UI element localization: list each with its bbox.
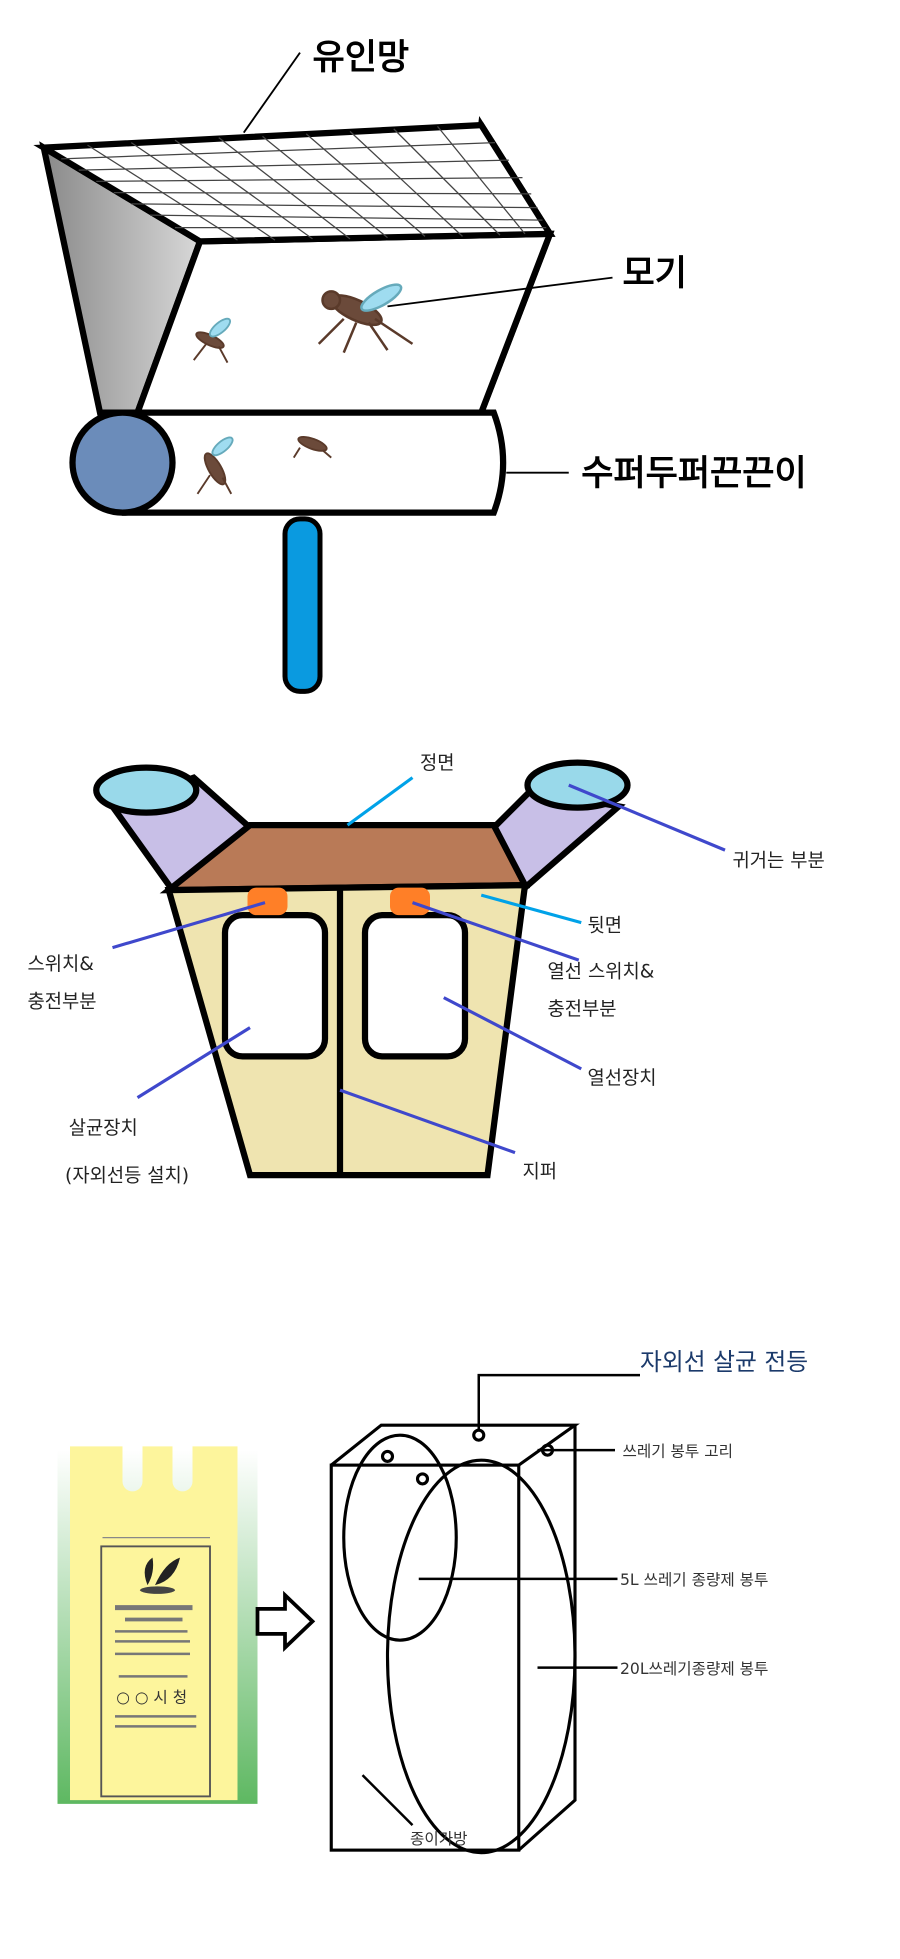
uv-lamp-label: 자외선 살균 전등 [640, 1348, 808, 1376]
heater-window [361, 912, 469, 1060]
bag-hook [415, 1472, 430, 1486]
hook-label: 쓰레기 봉투 고리 [623, 1442, 733, 1460]
switch-label-line2: 충전부분 [28, 991, 97, 1013]
leaf-logo-icon [144, 1557, 180, 1586]
heat-switch-label-line2: 충전부분 [548, 998, 617, 1020]
heater-leader-line [443, 996, 582, 1071]
bag-hook [380, 1449, 395, 1463]
heat-switch-leader-line [411, 901, 580, 962]
mosquito-leader-line [387, 276, 613, 308]
front-label: 정면 [420, 752, 455, 774]
bag5-label: 5L 쓰레기 종량제 봉투 [620, 1571, 768, 1589]
net-label: 유인망 [313, 38, 410, 78]
arrow-icon [255, 1590, 316, 1653]
sticky-label: 수퍼두퍼끈끈이 [581, 454, 806, 494]
back-leader-line [480, 893, 582, 925]
paper-bag-label: 종이가방 [410, 1830, 467, 1848]
sticky-tube [69, 409, 507, 516]
attraction-net [33, 121, 556, 245]
5l-bag-outline [342, 1433, 458, 1642]
20l-bag-outline [385, 1458, 577, 1855]
left-ear-hole [93, 764, 200, 816]
uv-lamp-hook [472, 1428, 486, 1442]
trash-bag-diagram: ○ ○ 시 청 자외선 살균 전등 쓰레기 봉투 고리 5L 쓰레기 종량제 봉… [57, 1348, 808, 1855]
bag-city-text: ○ ○ 시 청 [116, 1689, 187, 1707]
mosquito-icon [196, 436, 234, 495]
mosquito-icon [193, 317, 232, 364]
switch-button [247, 887, 288, 916]
heat-switch-label-line1: 열선 스위치& [548, 961, 655, 983]
right-ear-hole [524, 759, 631, 811]
ear-leader-line [568, 783, 726, 852]
handle [282, 516, 323, 694]
switch-label-line1: 스위치& [28, 953, 95, 975]
back-label: 뒷면 [588, 914, 623, 936]
paper-bag-leader-line [361, 1774, 414, 1827]
net-leader-line [242, 52, 301, 134]
front-leader-line [346, 776, 414, 827]
sterilizer-leader-line [136, 1026, 251, 1099]
sterilizer-label-line1: 살균장치 [69, 1117, 138, 1139]
ear-label: 귀거는 부분 [733, 849, 825, 871]
front-panel [133, 230, 555, 416]
mosquito-label: 모기 [623, 254, 687, 294]
paper-bag-drawing [329, 1423, 580, 1855]
trash-bag-image: ○ ○ 시 청 [57, 1446, 258, 1804]
mask-pouch-diagram: 정면 귀거는 부분 뒷면 스위치& 충전부분 열선 스위치& 충전부분 열선장치… [28, 752, 825, 1187]
heat-switch-button [390, 887, 430, 916]
mosquito-icon [292, 435, 332, 459]
zipper-leader-line [339, 1088, 516, 1155]
sterilizer-label-line2: (자외선등 설치) [65, 1164, 189, 1186]
uv-lamp-leader-line [477, 1373, 640, 1432]
mosquito-icon [317, 283, 414, 354]
switch-leader-line [112, 901, 266, 950]
mosquito-trap-diagram: 유인망 모기 수퍼두퍼끈끈이 [33, 38, 807, 694]
zipper-label: 지퍼 [523, 1161, 558, 1183]
tube-end-cap [69, 409, 176, 516]
heater-label: 열선장치 [588, 1067, 657, 1089]
bag20-label: 20L쓰레기종량제 봉투 [620, 1660, 768, 1678]
